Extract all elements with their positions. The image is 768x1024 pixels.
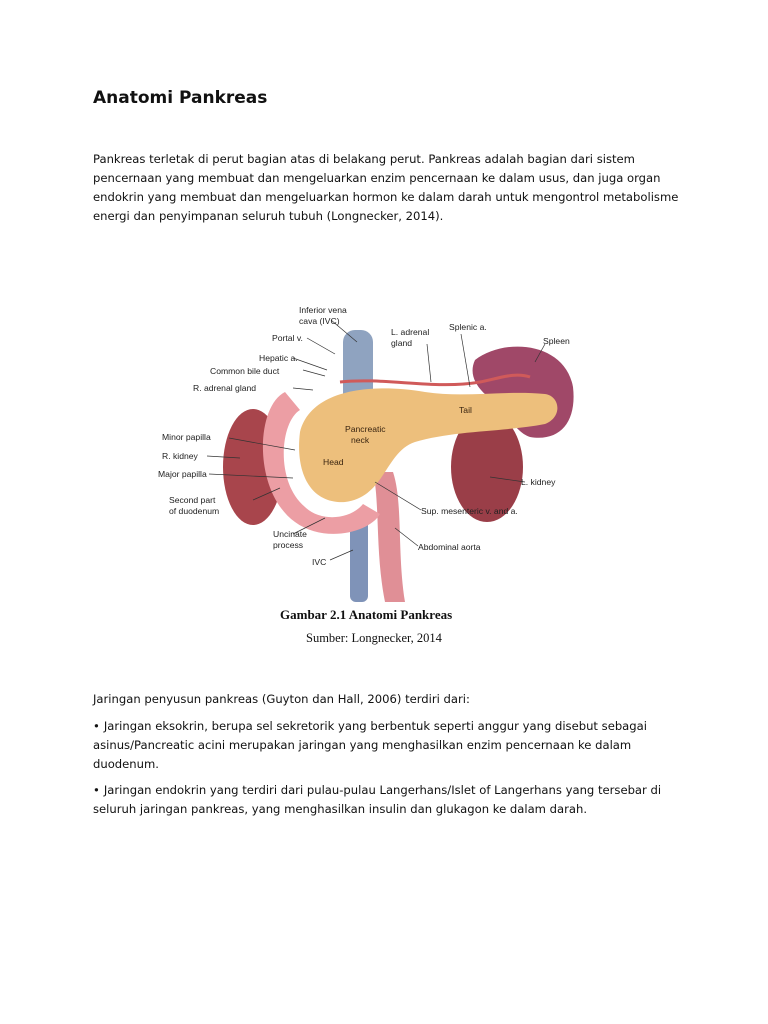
figure-label-sup-mesenteric: Sup. mesenteric v. and a. [421,506,518,516]
figure-label-l-adrenal: L. adrenal [391,327,429,337]
left-kidney-shape [451,412,523,522]
figure-label-uncinate: Uncinate [273,529,307,539]
figure-label-process: process [273,540,303,550]
figure-source: Sumber: Longnecker, 2014 [306,631,442,645]
bullet-marker: • [93,719,100,733]
figure-label-ivc-top-2: cava (IVC) [299,316,340,326]
leader-lines [206,319,546,561]
figure-label-duodenum: of duodenum [169,506,219,516]
intro-paragraph: Pankreas terletak di perut bagian atas d… [93,152,679,223]
splenic-artery-shape [339,373,531,387]
figure-label-r-kidney: R. kidney [162,451,199,461]
bullet-text-exocrine: Jaringan eksokrin, berupa sel sekretorik… [93,719,647,771]
ivc-lower-shape [350,512,368,602]
figure-label-hepatic: Hepatic a. [259,353,298,363]
duodenum-shape [262,392,380,534]
figure-label-spleen: Spleen [543,336,570,346]
figure-label-neck-2: neck [351,435,370,445]
figure-label-head: Head [323,457,344,467]
pancreas-illustration: Inferior vena cava (IVC) Portal v. Hepat… [158,305,574,602]
pancreas-body-shape [299,388,558,503]
figure-label-ivc-top: Inferior vena [299,305,347,315]
figure-label-l-kidney: L. kidney [521,477,556,487]
figure-label-splenic: Splenic a. [449,322,487,332]
page-title: Anatomi Pankreas [93,88,268,108]
figure-label-major-papilla: Major papilla [158,469,207,479]
figure-caption: Gambar 2.1 Anatomi Pankreas [280,607,453,622]
bullet-text-endocrine: Jaringan endokrin yang terdiri dari pula… [93,783,662,816]
tissue-lead-paragraph: Jaringan penyusun pankreas (Guyton dan H… [93,692,470,706]
figure-label-portal: Portal v. [272,333,303,343]
aorta-shape [373,472,405,602]
bullet-marker: • [93,783,100,797]
figure-label-r-adrenal: R. adrenal gland [193,383,256,393]
figure-label-l-adrenal-2: gland [391,338,412,348]
bullet-item-endocrine: •Jaringan endokrin yang terdiri dari pul… [93,781,693,819]
figure-label-ivc-bottom: IVC [312,557,326,567]
figure-label-bile-duct: Common bile duct [210,366,280,376]
pancreas-anatomy-figure: Inferior vena cava (IVC) Portal v. Hepat… [135,282,590,652]
figure-label-aorta: Abdominal aorta [418,542,481,552]
figure-label-tail: Tail [459,405,472,415]
figure-label-second-part: Second part [169,495,216,505]
figure-label-neck: Pancreatic [345,424,386,434]
bullet-item-exocrine: •Jaringan eksokrin, berupa sel sekretori… [93,717,693,774]
figure-label-minor-papilla: Minor papilla [162,432,211,442]
